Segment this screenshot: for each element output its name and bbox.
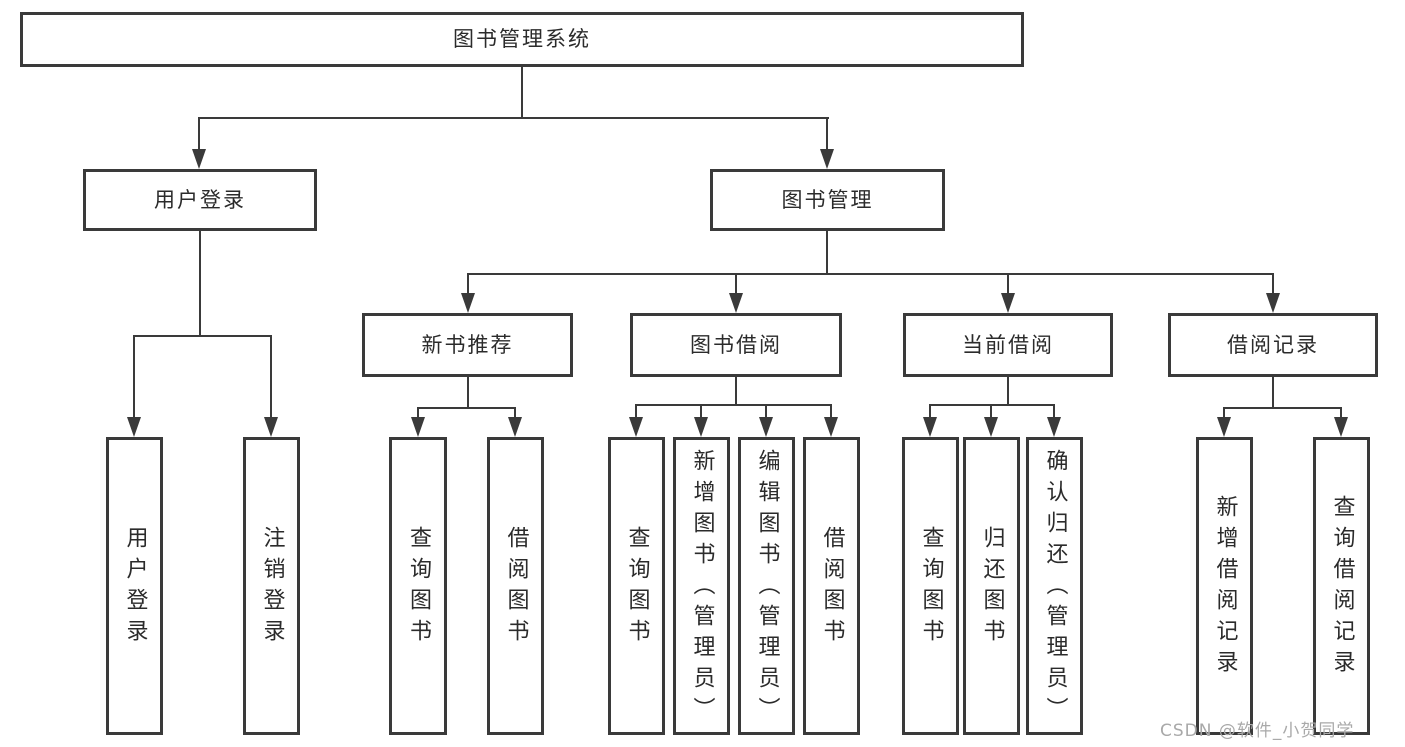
- arrowhead-icon: [694, 417, 708, 437]
- connector-line: [1223, 407, 1342, 409]
- connector-line: [467, 273, 469, 297]
- connector-line: [467, 273, 1274, 275]
- node-current-borrow: 当前借阅: [903, 313, 1113, 377]
- connector-line: [1223, 407, 1225, 421]
- node-user-login: 用户登录: [83, 169, 317, 231]
- node-new-book-recommend: 新书推荐: [362, 313, 573, 377]
- connector-line: [826, 117, 828, 153]
- leaf-current-confirm-return-admin: 确认归还（管理员）: [1026, 437, 1083, 735]
- connector-line: [1007, 273, 1009, 297]
- connector-line: [765, 404, 767, 420]
- leaf-user-login: 用户登录: [106, 437, 163, 735]
- leaf-borrow-add-books-admin: 新增图书（管理员）: [673, 437, 730, 735]
- arrowhead-icon: [1266, 293, 1280, 313]
- leaf-newbook-query-books: 查询图书: [389, 437, 447, 735]
- arrowhead-icon: [1217, 417, 1231, 437]
- leaf-logout: 注销登录: [243, 437, 300, 735]
- connector-line: [198, 117, 829, 119]
- node-borrow-records: 借阅记录: [1168, 313, 1378, 377]
- connector-line: [830, 404, 832, 420]
- connector-line: [1272, 377, 1274, 407]
- connector-line: [990, 404, 992, 420]
- arrowhead-icon: [508, 417, 522, 437]
- arrowhead-icon: [192, 149, 206, 169]
- leaf-borrow-edit-books-admin: 编辑图书（管理员）: [738, 437, 795, 735]
- connector-line: [521, 67, 523, 119]
- connector-line: [199, 231, 201, 335]
- connector-line: [1053, 404, 1055, 420]
- leaf-newbook-borrow-books: 借阅图书: [487, 437, 544, 735]
- arrowhead-icon: [984, 417, 998, 437]
- arrowhead-icon: [824, 417, 838, 437]
- connector-line: [1007, 377, 1009, 404]
- arrowhead-icon: [1047, 417, 1061, 437]
- arrowhead-icon: [411, 417, 425, 437]
- connector-line: [270, 335, 272, 421]
- arrowhead-icon: [923, 417, 937, 437]
- arrowhead-icon: [1001, 293, 1015, 313]
- connector-line: [929, 404, 931, 420]
- connector-line: [514, 407, 516, 421]
- connector-line: [826, 231, 828, 273]
- connector-line: [735, 377, 737, 404]
- connector-line: [700, 404, 702, 420]
- arrowhead-icon: [461, 293, 475, 313]
- leaf-current-query-books: 查询图书: [902, 437, 959, 735]
- leaf-borrow-borrow-books: 借阅图书: [803, 437, 860, 735]
- arrowhead-icon: [127, 417, 141, 437]
- connector-line: [133, 335, 135, 421]
- arrowhead-icon: [729, 293, 743, 313]
- connector-line: [467, 377, 469, 407]
- connector-line: [1340, 407, 1342, 421]
- leaf-records-query-record: 查询借阅记录: [1313, 437, 1370, 735]
- connector-line: [929, 404, 1055, 406]
- connector-line: [417, 407, 516, 409]
- leaf-records-add-record: 新增借阅记录: [1196, 437, 1253, 735]
- node-book-borrow: 图书借阅: [630, 313, 842, 377]
- connector-line: [635, 404, 637, 420]
- node-book-management: 图书管理: [710, 169, 945, 231]
- connector-line: [735, 273, 737, 297]
- arrowhead-icon: [264, 417, 278, 437]
- arrowhead-icon: [820, 149, 834, 169]
- leaf-borrow-query-books: 查询图书: [608, 437, 665, 735]
- leaf-current-return-books: 归还图书: [963, 437, 1020, 735]
- connector-line: [1272, 273, 1274, 297]
- connector-line: [198, 117, 200, 153]
- watermark: CSDN @软件_小贺同学: [1160, 721, 1355, 741]
- arrowhead-icon: [759, 417, 773, 437]
- arrowhead-icon: [629, 417, 643, 437]
- node-root: 图书管理系统: [20, 12, 1024, 67]
- connector-line: [133, 335, 272, 337]
- arrowhead-icon: [1334, 417, 1348, 437]
- connector-line: [417, 407, 419, 421]
- connector-line: [635, 404, 832, 406]
